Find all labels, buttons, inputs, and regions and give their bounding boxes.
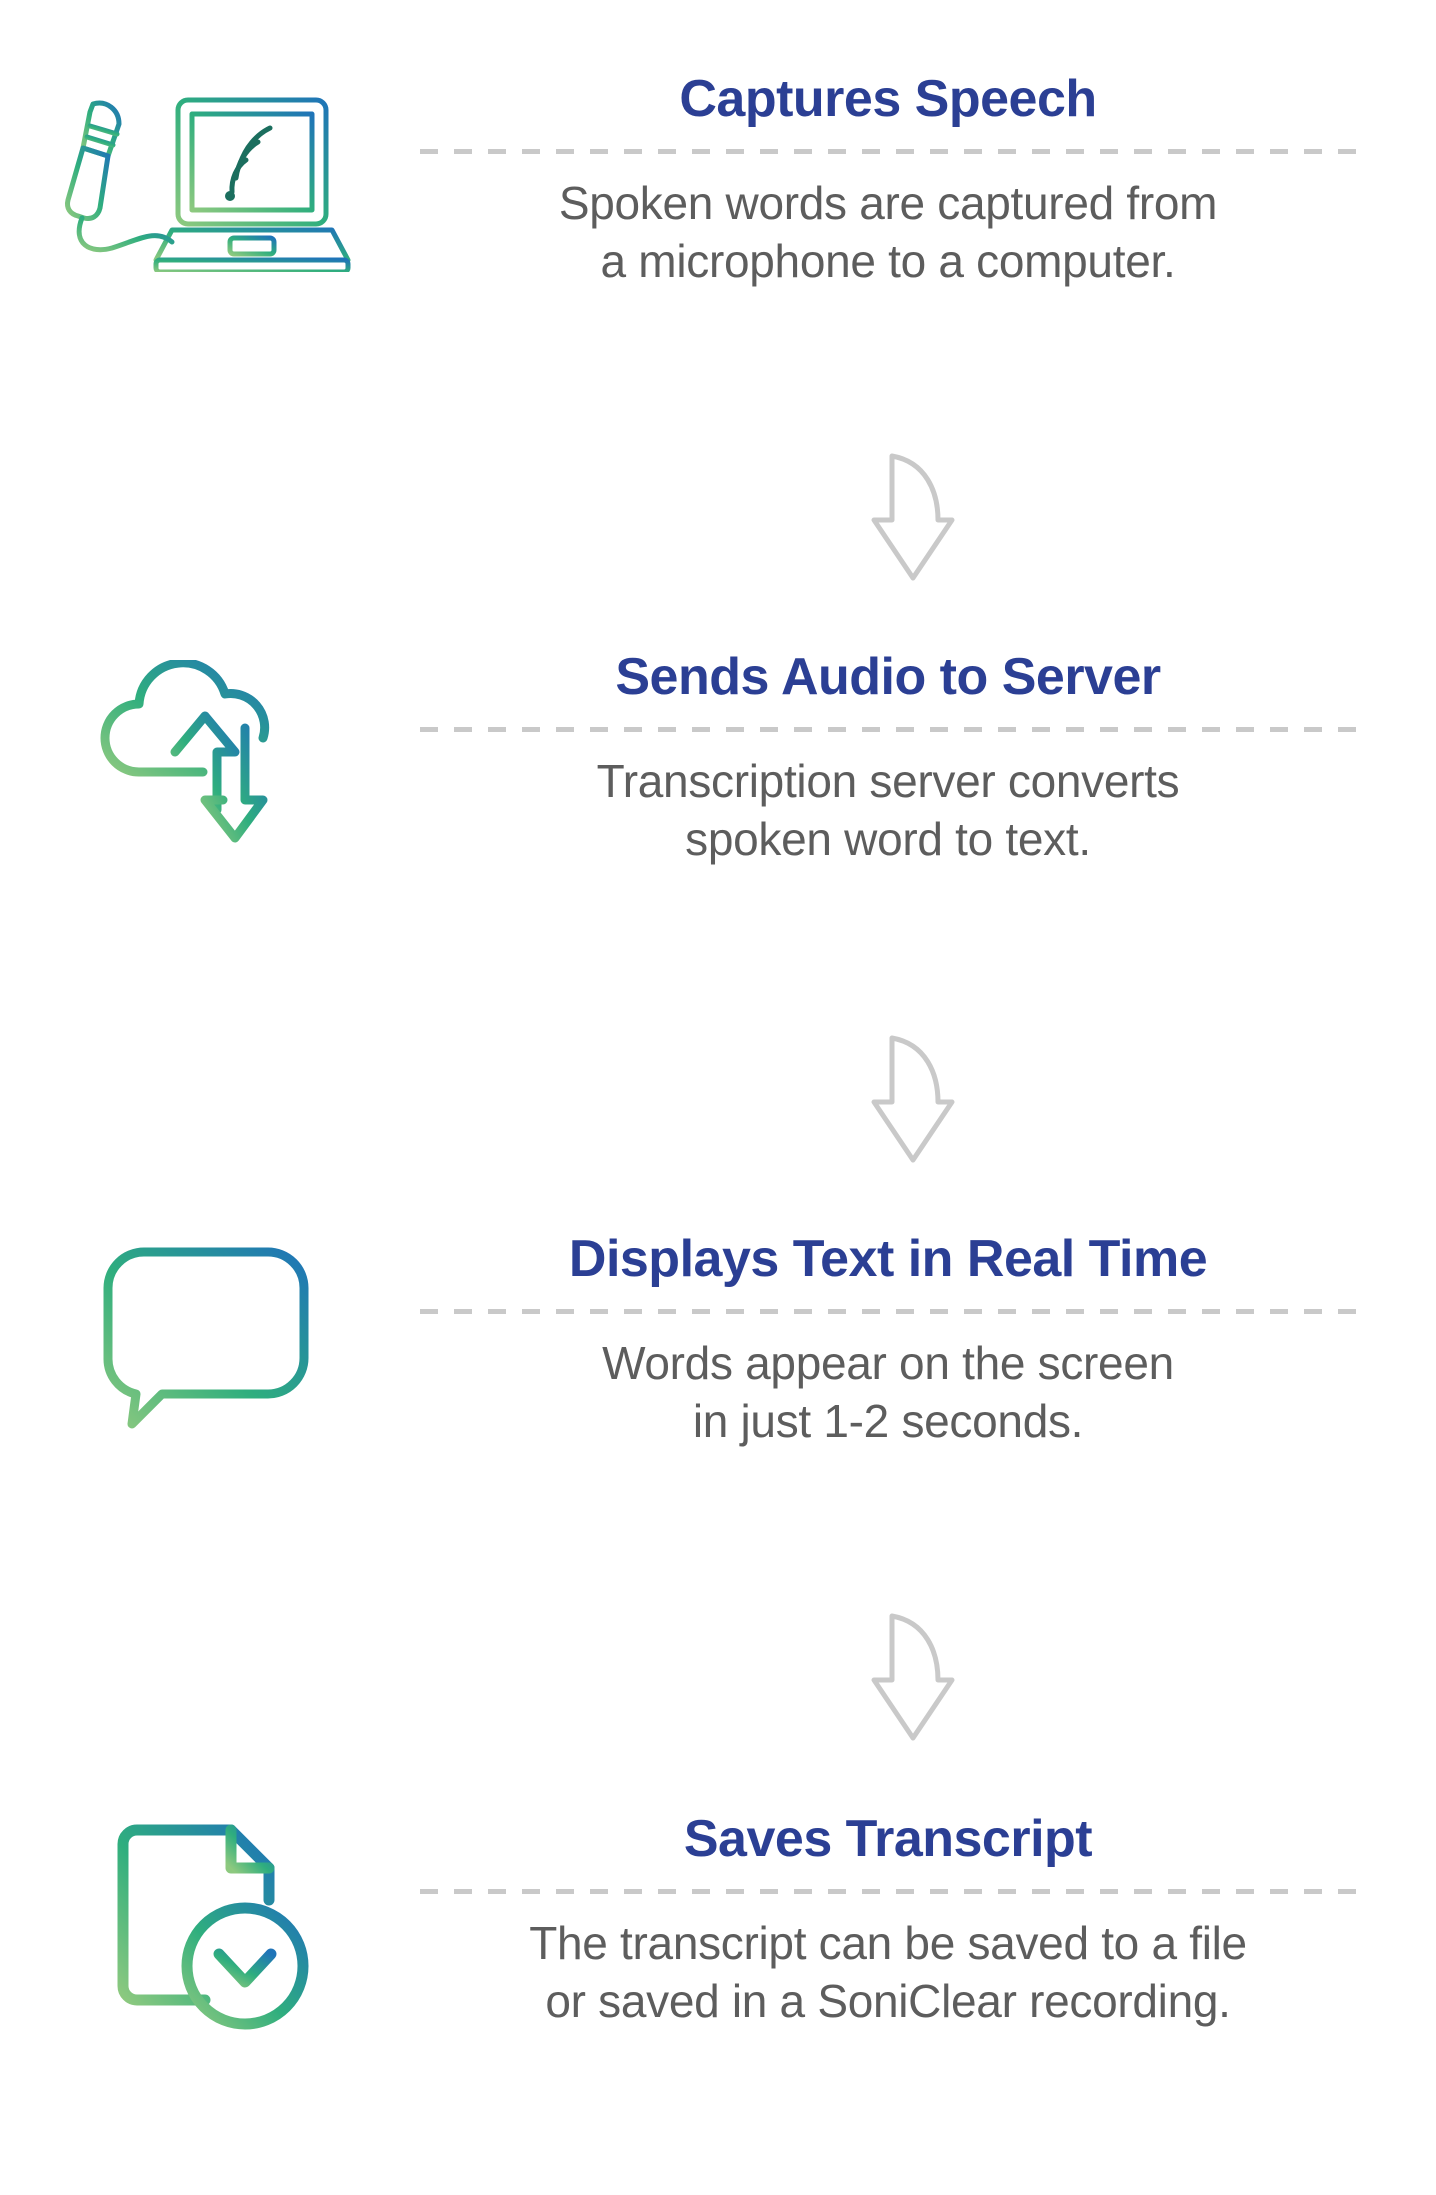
cloud-upload-download-icon — [100, 660, 270, 843]
step-3: Displays Text in Real Time Words appear … — [0, 1232, 1436, 1451]
step-2-description: Transcription server converts spoken wor… — [597, 752, 1180, 870]
step-2-title: Sends Audio to Server — [615, 648, 1161, 706]
step-4-description-line-1: The transcript can be saved to a file — [529, 1916, 1247, 1969]
connector-1 — [0, 440, 1436, 590]
speech-bubble-text-icon — [103, 1247, 309, 1429]
step-4: Saves Transcript The transcript can be s… — [0, 1812, 1436, 2037]
step-3-body: Displays Text in Real Time Words appear … — [420, 1232, 1436, 1451]
down-arrow-icon — [871, 453, 955, 581]
down-arrow-icon — [871, 1035, 955, 1163]
connector-2 — [0, 1022, 1436, 1172]
step-3-description: Words appear on the screen in just 1-2 s… — [602, 1334, 1174, 1452]
step-2-description-line-2: spoken word to text. — [685, 813, 1091, 866]
connector-3 — [0, 1600, 1436, 1750]
down-arrow-icon — [871, 1613, 955, 1741]
step-1-description-line-2: a microphone to a computer. — [600, 235, 1176, 288]
step-1-description-line-1: Spoken words are captured from — [558, 176, 1218, 229]
laptop-microphone-icon — [65, 97, 351, 272]
step-3-description-line-1: Words appear on the screen — [602, 1336, 1174, 1389]
step-4-description: The transcript can be saved to a file or… — [529, 1914, 1247, 2032]
step-4-icon-wrap — [0, 1812, 420, 2037]
step-1-description: Spoken words are captured from a microph… — [558, 174, 1218, 292]
step-1: Captures Speech Spoken words are capture… — [0, 72, 1436, 291]
step-3-divider — [420, 1308, 1356, 1314]
step-2: Sends Audio to Server Transcription serv… — [0, 650, 1436, 869]
step-2-icon-wrap — [0, 650, 420, 860]
step-4-divider — [420, 1888, 1356, 1894]
step-1-body: Captures Speech Spoken words are capture… — [420, 72, 1436, 291]
step-4-description-line-2: or saved in a SoniClear recording. — [545, 1975, 1231, 2028]
step-4-title: Saves Transcript — [683, 1810, 1093, 1868]
step-2-body: Sends Audio to Server Transcription serv… — [420, 650, 1436, 869]
step-1-title: Captures Speech — [679, 70, 1097, 128]
step-2-description-line-1: Transcription server converts — [596, 754, 1180, 807]
document-check-icon — [117, 1824, 309, 2030]
step-1-icon-wrap — [0, 72, 420, 272]
step-2-divider — [420, 726, 1356, 732]
step-3-description-line-2: in just 1-2 seconds. — [692, 1395, 1084, 1448]
step-4-body: Saves Transcript The transcript can be s… — [420, 1812, 1436, 2031]
step-1-divider — [420, 148, 1356, 154]
step-3-icon-wrap — [0, 1232, 420, 1432]
step-3-title: Displays Text in Real Time — [568, 1230, 1208, 1288]
